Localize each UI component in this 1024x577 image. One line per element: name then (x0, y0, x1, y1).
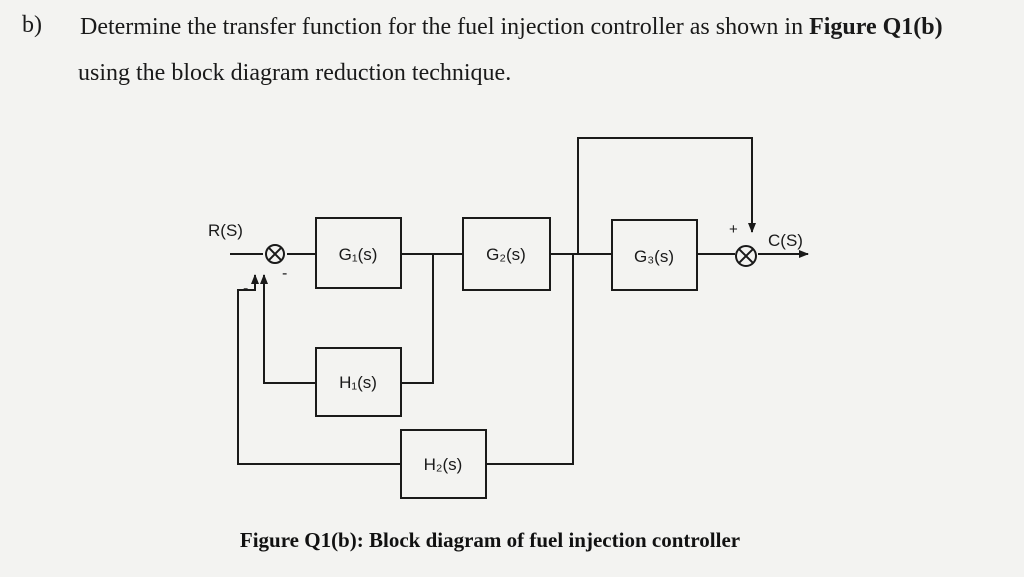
question-label: b) (22, 12, 42, 38)
question-text-line2: using the block diagram reduction techni… (78, 60, 512, 86)
feedforward-path (577, 137, 756, 254)
label-h1: H₁(s) (339, 373, 377, 392)
block-h1 (315, 347, 402, 417)
sign-sum2-top: + (729, 221, 738, 238)
figure-reference: Figure Q1(b) (809, 14, 943, 40)
feedback-from-h1 (260, 274, 316, 384)
sign-sum1-right: - (282, 265, 287, 282)
block-g1 (315, 217, 402, 289)
figure-caption: Figure Q1(b): Block diagram of fuel inje… (239, 528, 741, 552)
label-g1: G₁(s) (339, 245, 378, 264)
block-g2 (462, 217, 551, 291)
sign-sum1-left: - (243, 280, 248, 297)
label-g2: G₂(s) (486, 245, 526, 264)
question-text-line1: Determine the transfer function for the … (80, 14, 943, 41)
feedback-to-h1 (401, 254, 434, 384)
feedback-from-h2 (237, 274, 401, 465)
question-text: Determine the transfer function for the … (80, 14, 810, 40)
block-g3 (611, 219, 698, 291)
feedback-to-h2 (486, 254, 574, 465)
summing-junction-1 (265, 244, 285, 264)
input-signal-label: R(S) (208, 221, 243, 240)
summing-junction-2 (735, 245, 757, 267)
output-signal-label: C(S) (768, 231, 803, 250)
label-h2: H₂(s) (424, 455, 463, 474)
label-g3: G₃(s) (634, 247, 674, 266)
block-h2 (400, 429, 487, 499)
